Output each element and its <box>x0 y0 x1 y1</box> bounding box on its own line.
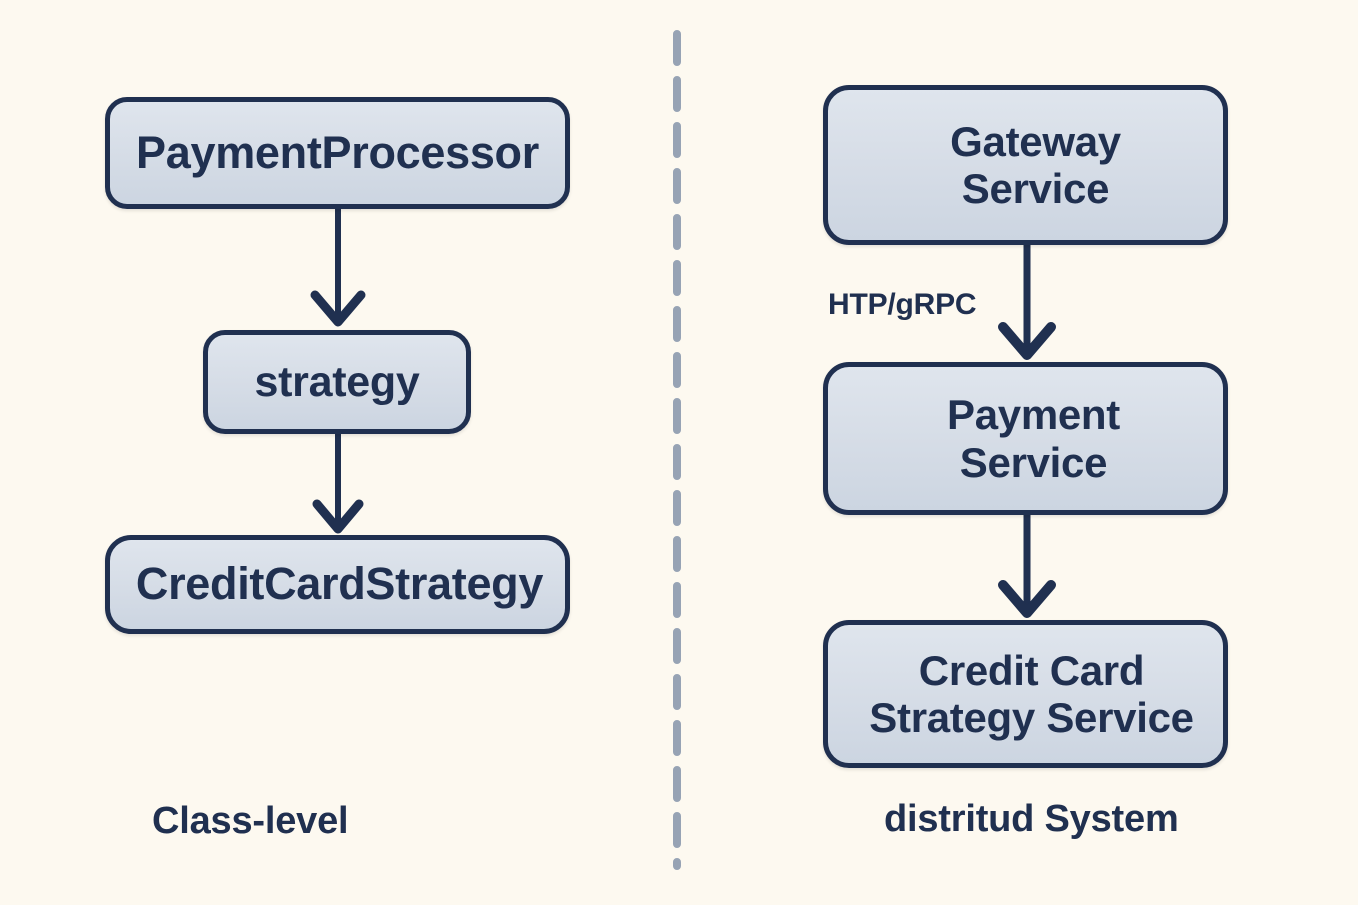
node-payment-service-label-line2: Service <box>959 438 1108 486</box>
node-payment-service-label: Payment Service <box>947 391 1120 485</box>
caption-class-level: Class-level <box>152 800 349 842</box>
node-credit-card-strategy-service-label-line2: Strategy Service <box>869 694 1194 741</box>
arrow-strategy-to-credit-card-strategy <box>312 434 364 534</box>
node-credit-card-strategy-service[interactable]: Credit Card Strategy Service <box>823 620 1228 768</box>
node-strategy[interactable]: strategy <box>203 330 471 434</box>
node-credit-card-strategy-label: CreditCardStrategy <box>135 558 544 610</box>
node-payment-service-label-line1: Payment <box>947 391 1120 439</box>
node-payment-service[interactable]: Payment Service <box>823 362 1228 515</box>
edge-label-protocol: HTP/gRPC <box>828 288 977 321</box>
node-credit-card-strategy[interactable]: CreditCardStrategy <box>105 535 570 634</box>
node-gateway-service-label-line2: Service <box>961 165 1110 212</box>
node-gateway-service-label-line1: Gateway <box>950 117 1121 165</box>
node-payment-processor[interactable]: PaymentProcessor <box>105 97 570 209</box>
caption-distributed-system: distritud System <box>884 798 1179 840</box>
node-gateway-service-label: Gateway Service <box>950 118 1121 212</box>
arrow-payment-service-to-ccs-service <box>998 515 1056 618</box>
arrow-payment-processor-to-strategy <box>310 209 366 327</box>
arrow-gateway-to-payment-service <box>998 245 1056 360</box>
node-credit-card-strategy-service-label-line1: Credit Card <box>918 646 1145 694</box>
node-strategy-label: strategy <box>254 357 420 406</box>
node-credit-card-strategy-service-label: Credit Card Strategy Service <box>869 646 1194 741</box>
node-payment-processor-label: PaymentProcessor <box>136 126 539 178</box>
node-gateway-service[interactable]: Gateway Service <box>823 85 1228 245</box>
